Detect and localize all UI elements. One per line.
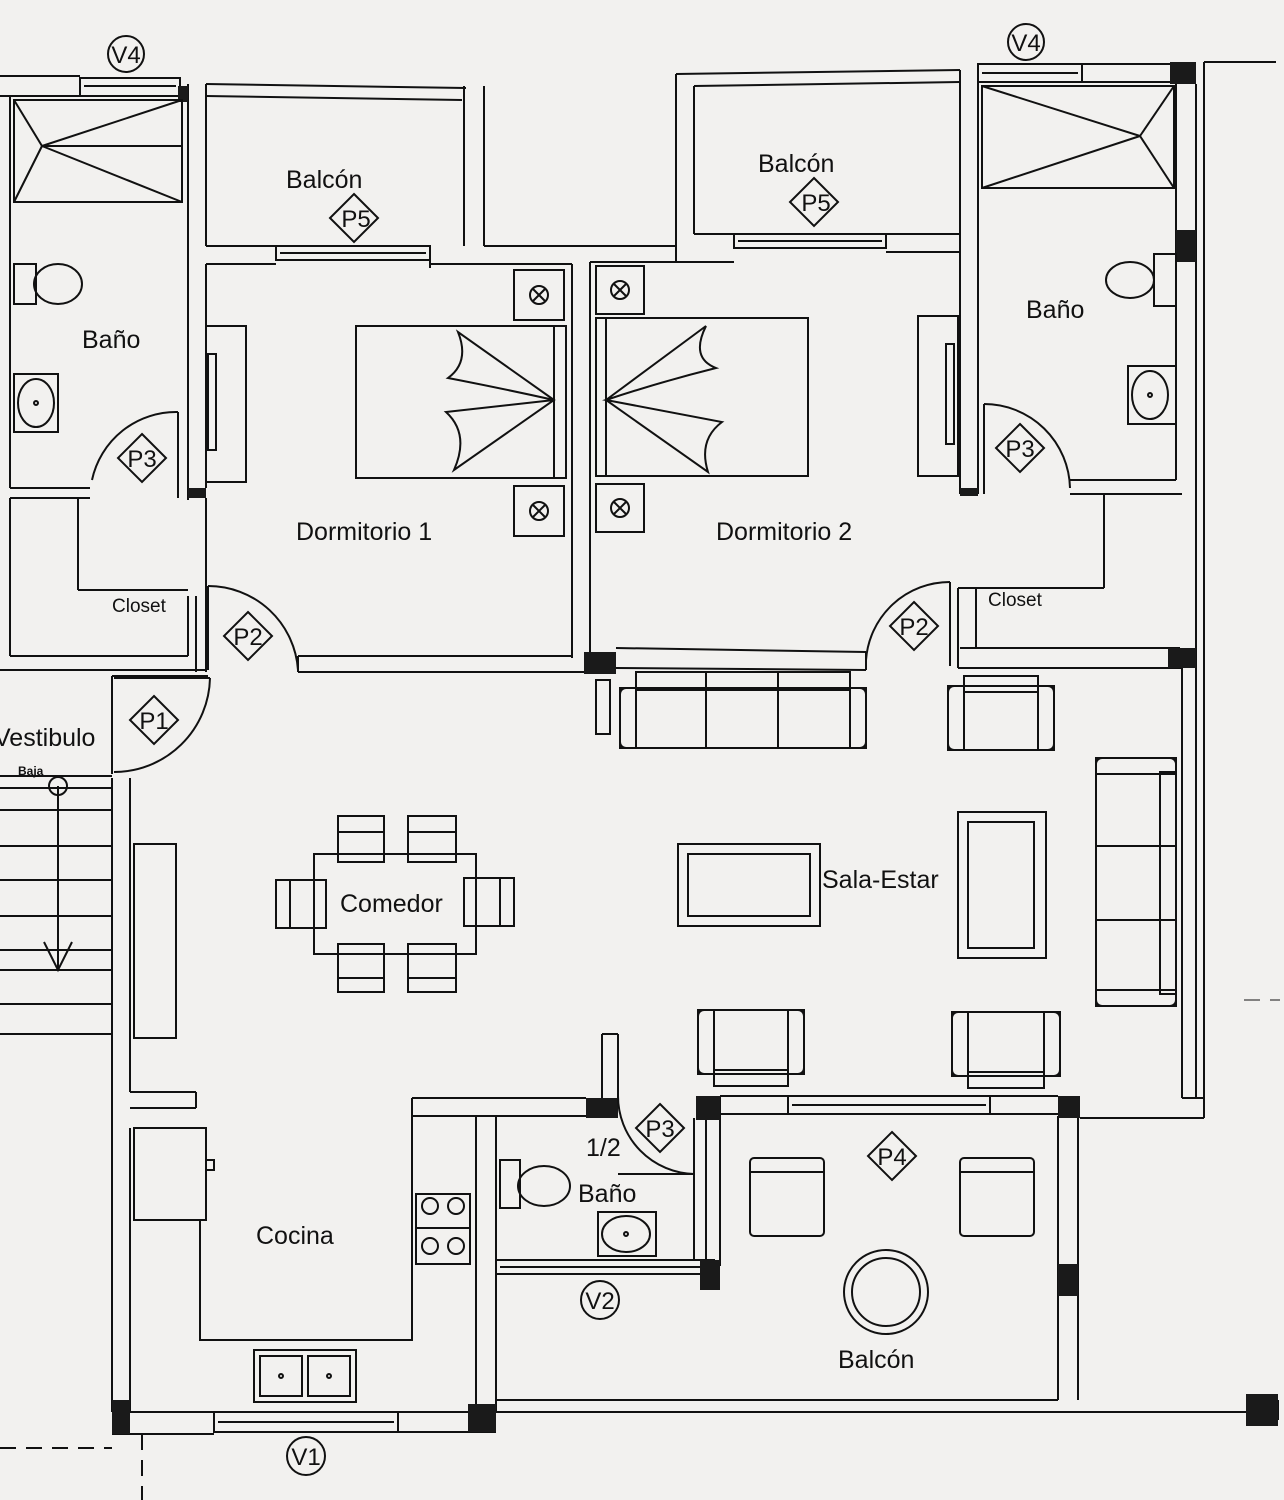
armchair-top-right bbox=[947, 675, 1055, 751]
label-balcon-bottom: Balcón bbox=[838, 1346, 914, 1374]
tag-labels: V4 V4 P5 P5 P3 P3 P2 P2 P1 P3 P4 V2 V1 bbox=[111, 30, 1040, 1471]
tag-p5-left: P5 bbox=[341, 206, 370, 233]
tag-p4: P4 bbox=[877, 1144, 906, 1171]
label-half-bath-fraction: 1/2 bbox=[586, 1134, 621, 1162]
tag-p1: P1 bbox=[139, 708, 168, 735]
tag-shapes bbox=[107, 23, 1046, 1476]
bed-left bbox=[355, 269, 567, 537]
label-vestibulo: Vestibulo bbox=[0, 724, 95, 752]
label-balcon-center: Balcón bbox=[758, 150, 834, 178]
armchair-bottom-left bbox=[697, 1009, 805, 1087]
balcony-furniture bbox=[749, 1157, 1035, 1335]
shower-left bbox=[13, 99, 183, 203]
tag-v1: V1 bbox=[291, 1444, 320, 1471]
tag-v4-right: V4 bbox=[1011, 30, 1040, 57]
tag-v2: V2 bbox=[585, 1288, 614, 1315]
label-dormitorio-2: Dormitorio 2 bbox=[716, 518, 852, 546]
label-closet-left: Closet bbox=[112, 596, 167, 617]
sink-half-bath-icon bbox=[597, 1211, 657, 1257]
sideboard bbox=[133, 843, 177, 1039]
sink-left-icon bbox=[13, 373, 59, 433]
sofa-right bbox=[1095, 757, 1177, 1007]
room-labels: Balcón Balcón Baño Baño Dormitorio 1 Dor… bbox=[0, 150, 1084, 1374]
label-dormitorio-1: Dormitorio 1 bbox=[296, 518, 432, 546]
label-balcon-left: Balcón bbox=[286, 166, 362, 194]
tag-v4-left: V4 bbox=[111, 42, 140, 69]
tag-p3-bottom: P3 bbox=[645, 1116, 674, 1143]
stairs bbox=[0, 776, 112, 1035]
console-table bbox=[677, 843, 821, 927]
tag-p5-right: P5 bbox=[801, 190, 830, 217]
armchair-bottom-right bbox=[951, 1011, 1061, 1089]
toilet-half-bath-icon bbox=[499, 1159, 571, 1209]
label-cocina: Cocina bbox=[256, 1222, 334, 1250]
kitchen-counters bbox=[133, 1116, 471, 1403]
toilet-left-icon bbox=[13, 263, 83, 305]
label-comedor: Comedor bbox=[340, 890, 443, 918]
label-bano-right: Baño bbox=[1026, 296, 1084, 324]
tag-p2-left: P2 bbox=[233, 624, 262, 651]
bed-right bbox=[595, 265, 809, 533]
coffee-table bbox=[957, 811, 1047, 959]
sink-right-icon bbox=[1127, 365, 1177, 425]
tag-p3-right: P3 bbox=[1005, 436, 1034, 463]
label-sala-estar: Sala-Estar bbox=[822, 866, 939, 894]
label-bano-left: Baño bbox=[82, 326, 140, 354]
door-swings bbox=[91, 403, 1071, 1175]
walls bbox=[0, 61, 1280, 1500]
label-closet-right: Closet bbox=[988, 590, 1043, 611]
wardrobe-left bbox=[205, 325, 247, 483]
dining-table bbox=[275, 815, 515, 993]
label-baja: Baja bbox=[18, 764, 44, 778]
wardrobe-right bbox=[917, 315, 959, 477]
tag-p3-left: P3 bbox=[127, 446, 156, 473]
shower-right bbox=[981, 85, 1175, 189]
label-half-bath: Baño bbox=[578, 1180, 636, 1208]
column-blocks bbox=[112, 62, 1278, 1434]
sofa-top bbox=[595, 671, 867, 749]
toilet-right-icon bbox=[1105, 253, 1177, 307]
tag-p2-right: P2 bbox=[899, 614, 928, 641]
